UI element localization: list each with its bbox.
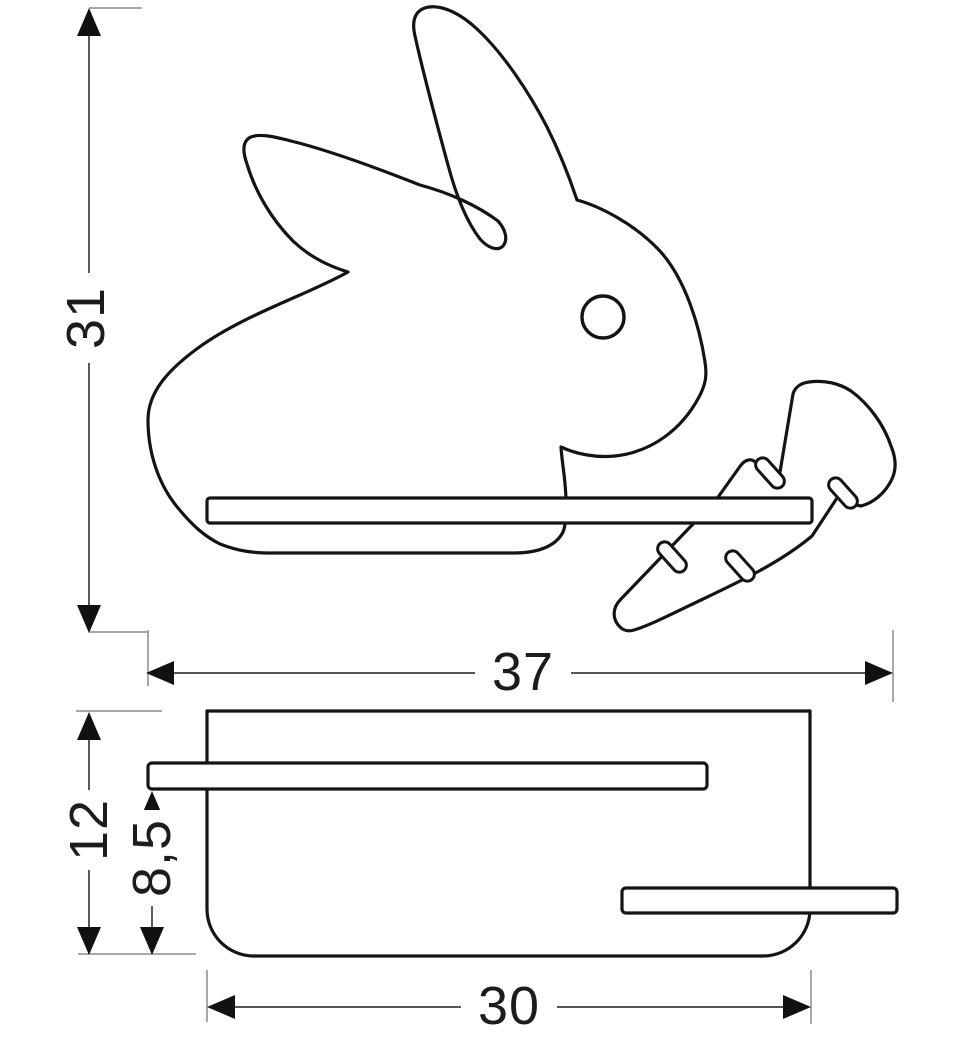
dim-label-shelf-height: 8,5 [122,810,182,906]
extension-lines [76,7,894,1024]
dim-label-front-height: 12 [59,790,119,870]
arrow-right-icon [865,661,893,685]
arrow-left-icon [207,995,235,1019]
rabbit-eye [580,294,626,340]
rabbit-outline [146,5,708,555]
arrow-down-icon [77,605,101,633]
side-view-rabbit [146,5,708,555]
carrot-segment-notches [656,456,859,583]
dim-label-total-width: 37 [475,643,571,701]
arrow-up-icon [77,712,101,740]
dim-label-total-height: 31 [56,273,116,363]
extension-line [89,630,149,686]
carrot-notch-icon [724,549,756,583]
arrow-left-icon [146,661,174,685]
side-view-shelf-board [205,496,814,525]
dimension-arrows [77,8,893,1019]
arrow-down-icon [77,927,101,955]
front-view-lower-shelf-bar [620,886,899,915]
carrot-notch-icon [754,456,786,490]
carrot-notch-icon [827,476,859,510]
dim-label-front-width: 30 [461,977,557,1035]
carrot-notch-icon [656,540,688,574]
arrow-right-icon [783,995,811,1019]
front-view [146,709,899,958]
arrow-up-icon [77,8,101,36]
front-view-upper-shelf-bar [146,761,709,791]
front-view-body [205,709,812,958]
arrow-down-icon [140,927,164,955]
